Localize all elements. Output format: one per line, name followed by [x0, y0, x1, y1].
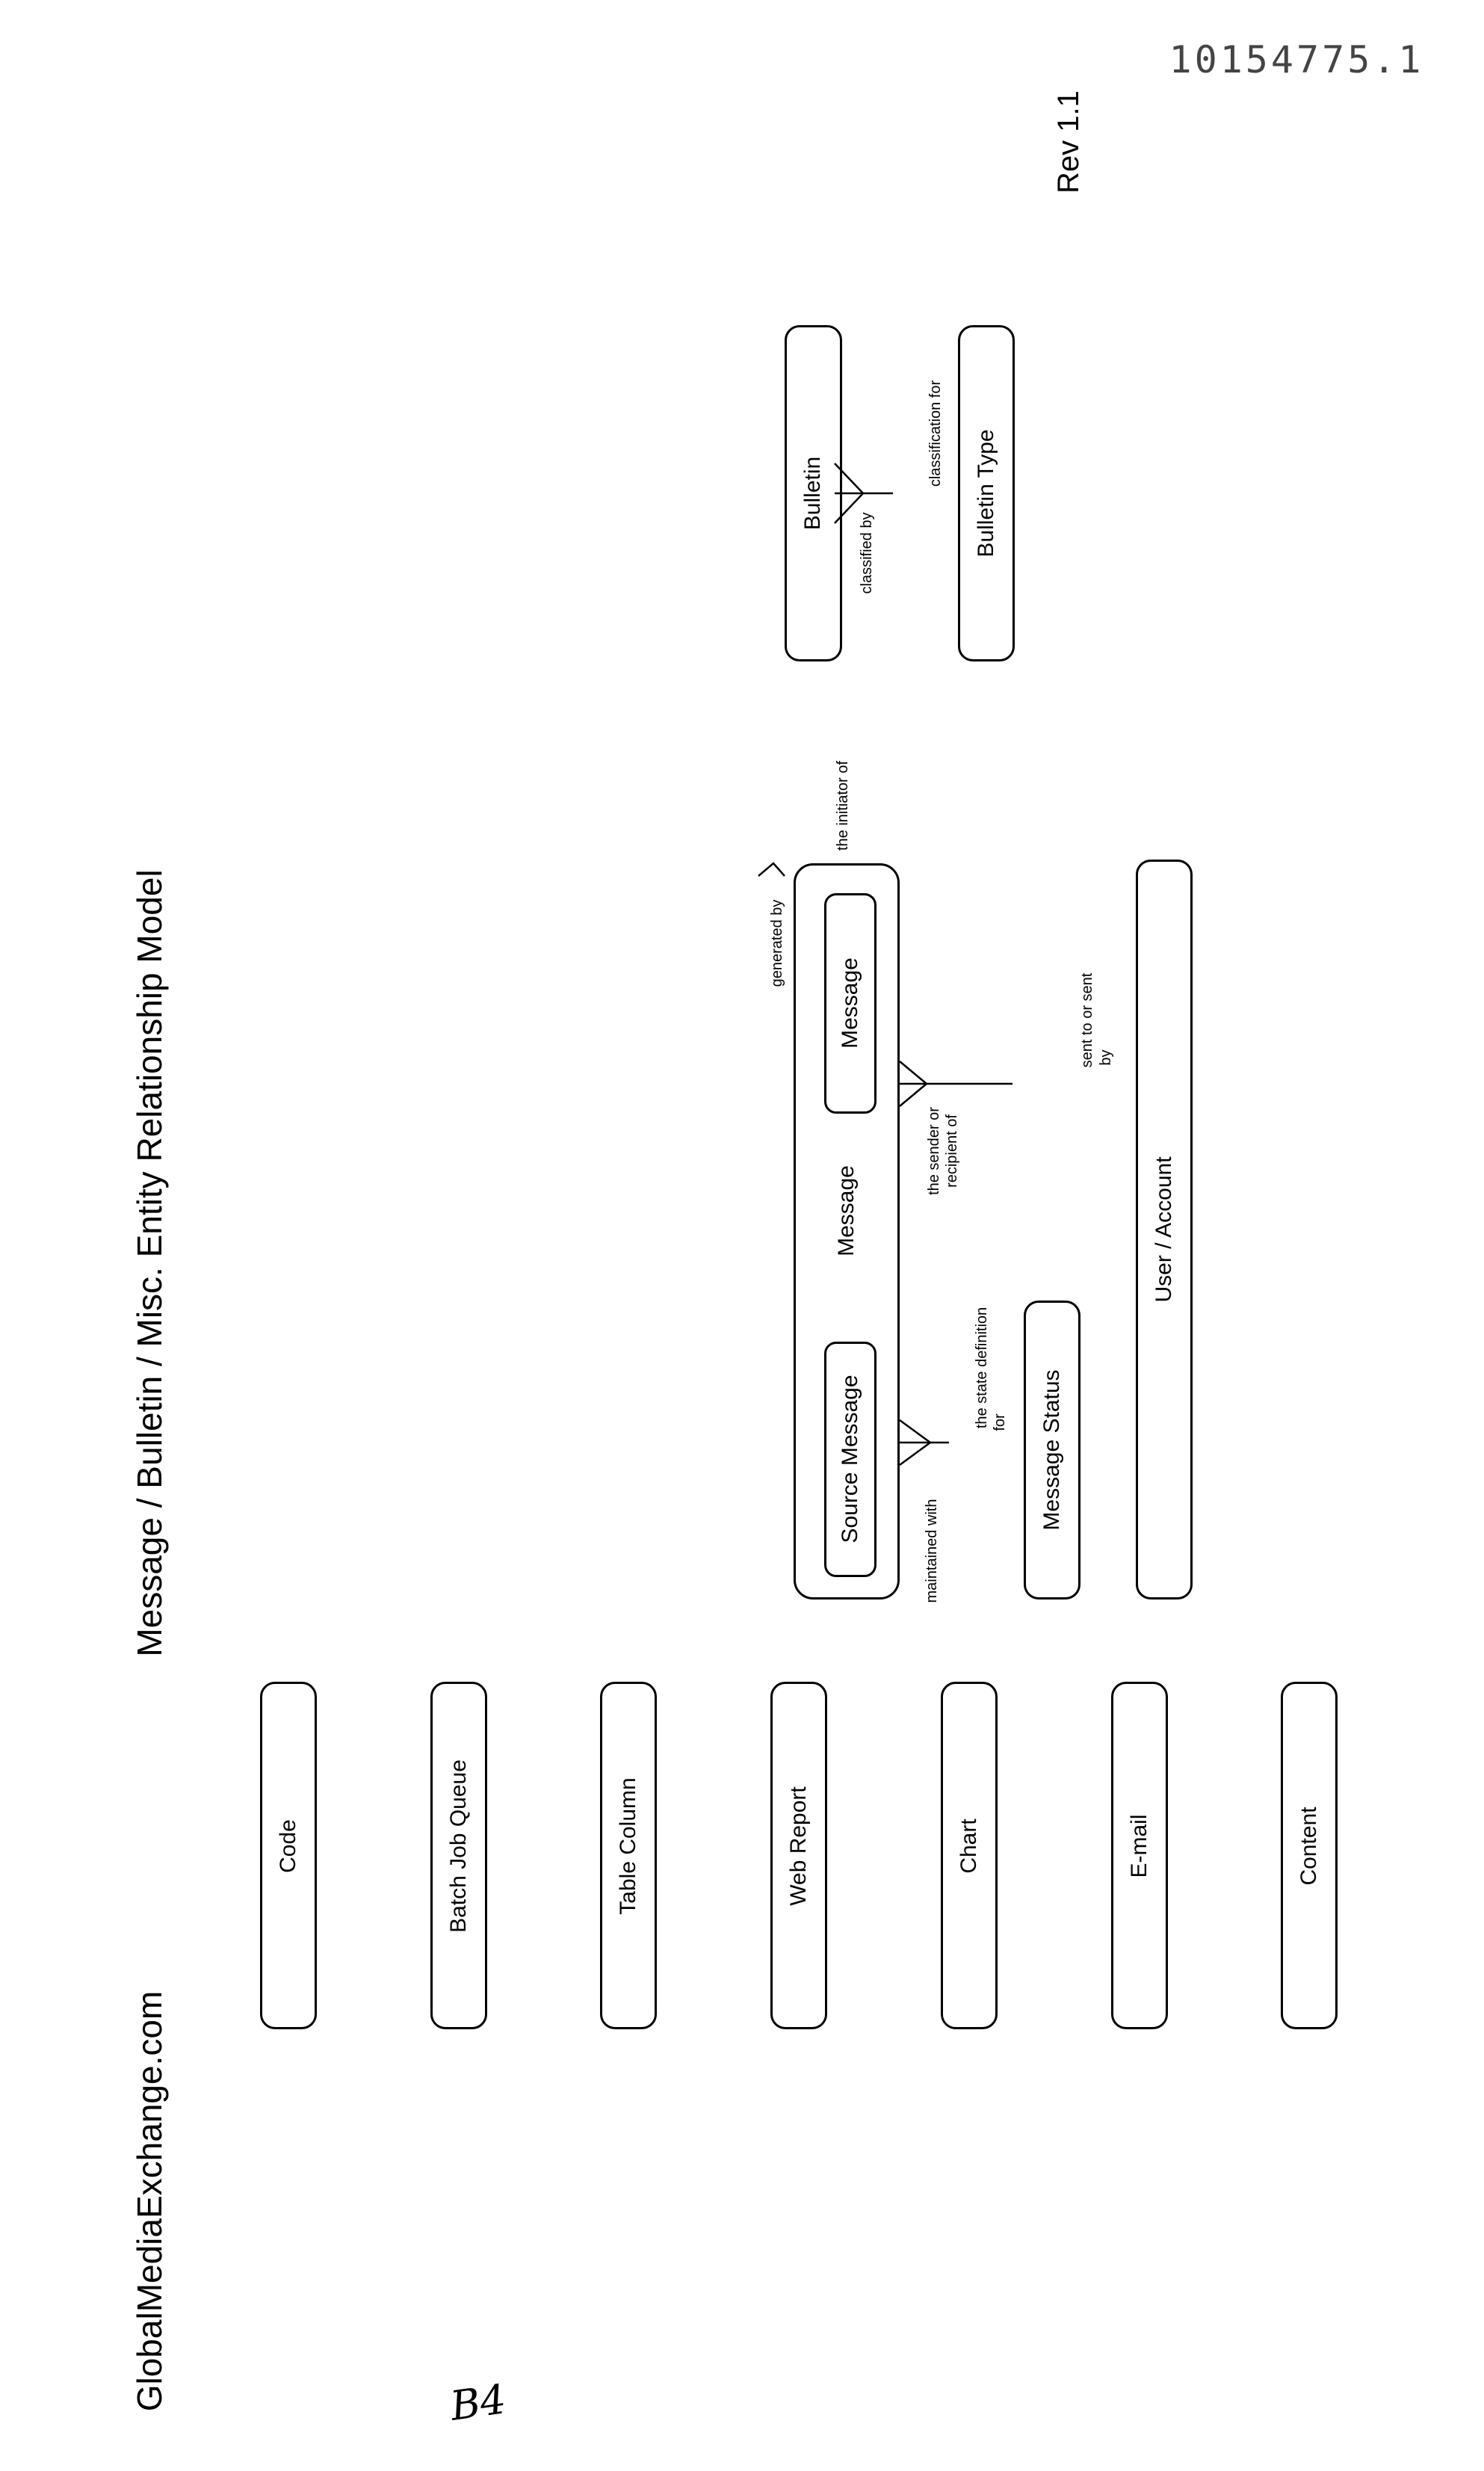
- rel-classified-by: classified by: [859, 513, 874, 594]
- rel-sender-recipient-line1: the sender or: [927, 1107, 942, 1195]
- entity-message-inner-label: Message: [839, 957, 862, 1049]
- rel-sent-to-line1: sent to or sent: [1080, 973, 1095, 1068]
- rel-state-definition-line1: the state definition: [974, 1307, 989, 1428]
- entity-content-label: Content: [1298, 1807, 1320, 1885]
- crowfoot-generated: [758, 863, 785, 876]
- rel-classification-for: classification for: [928, 380, 943, 487]
- entity-source-message-label: Source Message: [839, 1375, 862, 1543]
- entity-table-column-label: Table Column: [617, 1777, 640, 1914]
- rel-sent-to-line2: by: [1098, 1049, 1113, 1065]
- rel-sender-recipient-line2: recipient of: [944, 1114, 959, 1188]
- entity-bulletin-label: Bulletin: [802, 457, 824, 530]
- entity-batch-job-queue-label: Batch Job Queue: [448, 1759, 470, 1933]
- entity-web-report-label: Web Report: [788, 1786, 810, 1906]
- rel-state-definition-line2: for: [992, 1413, 1007, 1431]
- entity-message-outer-label: Message: [835, 1165, 858, 1256]
- entity-user-account-label: User / Account: [1153, 1156, 1175, 1302]
- entity-chart-label: Chart: [958, 1818, 980, 1873]
- rel-initiator-of: the initiator of: [835, 761, 850, 851]
- rel-generated-by: generated by: [770, 900, 785, 987]
- entity-code-label: Code: [277, 1819, 300, 1873]
- entity-email-label: E-mail: [1128, 1814, 1151, 1878]
- rel-maintained-with: maintained with: [924, 1499, 939, 1603]
- entity-message-status-label: Message Status: [1041, 1369, 1063, 1530]
- entity-bulletin-type-label: Bulletin Type: [975, 429, 998, 557]
